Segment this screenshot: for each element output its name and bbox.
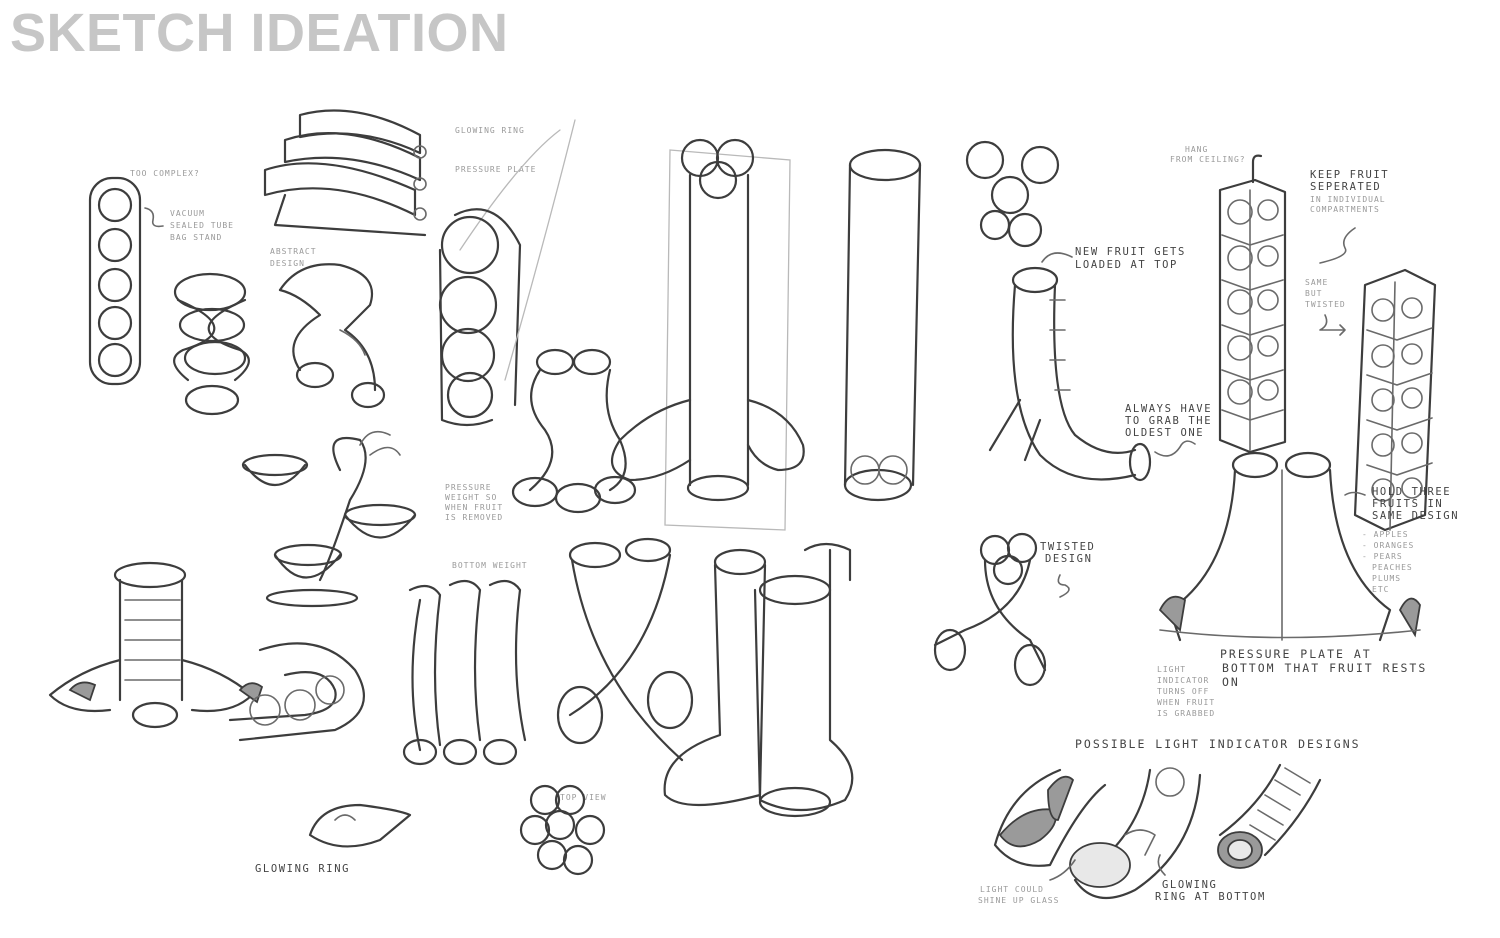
hold-note-2: FRUITS IN — [1372, 498, 1443, 510]
three-tube-tower-sketch — [610, 138, 805, 531]
twisted-spiral-sketch — [173, 272, 250, 416]
ring-bottom-note-2: RING AT BOTTOM — [1155, 891, 1266, 903]
shine-note-1: LIGHT COULD — [980, 885, 1044, 894]
twisted-design-note-1: TWISTED — [1040, 541, 1095, 553]
indicator-note-1: LIGHT — [1157, 665, 1186, 674]
hold-note-9: ETC — [1372, 585, 1389, 594]
pressure-note-2: BOTTOM THAT FRUIT RESTS — [1222, 661, 1427, 675]
squiggle-arrow-icon — [1319, 227, 1356, 264]
page-title: SKETCH IDEATION — [10, 3, 509, 63]
curved-slide-tube-sketch: NEW FRUIT GETS LOADED AT TOP ALWAYS HAVE… — [988, 246, 1212, 482]
svg-text:ABSTRACT: ABSTRACT — [270, 247, 317, 256]
hold-note-6: - PEARS — [1362, 552, 1403, 561]
ring-bottom-note-1: GLOWING — [1162, 879, 1217, 891]
hold-note-4: - APPLES — [1362, 530, 1409, 539]
curved-tube-sketch — [228, 642, 365, 742]
svg-text:DESIGN: DESIGN — [270, 259, 305, 268]
svg-text:BAG STAND: BAG STAND — [170, 233, 222, 242]
hanging-compartment-sketch: HANG FROM CEILING? KEEP FRUIT SEPERATED … — [1170, 145, 1389, 454]
separated-note-4: COMPARTMENTS — [1310, 205, 1380, 214]
hold-note-3: SAME DESIGN — [1372, 510, 1459, 522]
svg-text:GLOWING RING: GLOWING RING — [455, 126, 525, 135]
indicator-note-2: INDICATOR — [1157, 676, 1209, 685]
twisted-note-3: TWISTED — [1305, 300, 1346, 309]
pressure-plate-notes: PRESSURE PLATE AT BOTTOM THAT FRUIT REST… — [1157, 647, 1427, 718]
glowing-ring-small-sketch: GLOWING RING — [255, 803, 412, 875]
svg-text:TOO COMPLEX?: TOO COMPLEX? — [130, 169, 200, 178]
light-indicator-designs: POSSIBLE LIGHT INDICATOR DESIGNS LIGHT C… — [978, 737, 1361, 905]
twin-s-tube-sketch — [511, 348, 637, 514]
separated-note-1: KEEP FRUIT — [1310, 169, 1389, 181]
hold-note-8: PLUMS — [1372, 574, 1401, 583]
pressure-note-1: PRESSURE PLATE AT — [1220, 647, 1372, 661]
twisted-design-note-2: DESIGN — [1045, 553, 1093, 565]
top-view-sketch: TOP VIEW — [519, 784, 606, 876]
separated-note-3: IN INDIVIDUAL — [1310, 195, 1386, 204]
squiggle-arrow-icon — [1057, 574, 1070, 598]
abstract-tube-sketch: ABSTRACT DESIGN — [270, 247, 386, 409]
indicator-note-3: TURNS OFF — [1157, 687, 1209, 696]
three-tube-splitter-sketch: HOLD THREE FRUITS IN SAME DESIGN - APPLE… — [1158, 451, 1459, 642]
twisted-note-1: SAME — [1305, 278, 1328, 287]
svg-text:SEALED TUBE: SEALED TUBE — [170, 221, 234, 230]
oldest-note-1: ALWAYS HAVE — [1125, 403, 1212, 415]
indicator-note-5: IS GRABBED — [1157, 709, 1215, 718]
vertical-ring-holder-sketch: TOO COMPLEX? VACUUM SEALED TUBE BAG STAN… — [88, 169, 234, 386]
svg-text:WHEN FRUIT: WHEN FRUIT — [445, 503, 503, 512]
hold-note-5: - ORANGES — [1362, 541, 1414, 550]
new-fruit-note-2: LOADED AT TOP — [1075, 259, 1178, 271]
leaning-tube-sketch — [438, 119, 576, 427]
hang-note-2: FROM CEILING? — [1170, 155, 1246, 164]
oldest-note-2: TO GRAB THE — [1125, 415, 1212, 427]
triangle-cluster-sketch — [965, 140, 1060, 248]
indicator-note-4: WHEN FRUIT — [1157, 698, 1215, 707]
svg-text:BOTTOM WEIGHT: BOTTOM WEIGHT — [452, 561, 528, 570]
twisted-design-sketch: TWISTED DESIGN — [933, 532, 1095, 687]
twisted-double-tube-sketch — [556, 537, 694, 762]
separated-note-2: SEPERATED — [1310, 181, 1381, 193]
hold-note-7: PEACHES — [1372, 563, 1413, 572]
hold-note-1: HOLD THREE — [1372, 486, 1451, 498]
svg-text:IS REMOVED: IS REMOVED — [445, 513, 503, 522]
squiggle-arrow-icon — [1154, 440, 1196, 457]
svg-text:PRESSURE PLATE: PRESSURE PLATE — [455, 165, 536, 174]
squiggle-arrow-icon — [1319, 314, 1346, 336]
hang-note-1: HANG — [1185, 145, 1208, 154]
oldest-note-3: OLDEST ONE — [1125, 427, 1204, 439]
double-leg-tube-sketch — [663, 542, 854, 818]
tall-single-tube-sketch — [843, 148, 922, 502]
pressure-note-3: ON — [1222, 675, 1240, 689]
fruit-bowl-tree-sketch: PRESSURE WEIGHT SO WHEN FRUIT IS REMOVED — [241, 430, 503, 608]
svg-text:WEIGHT SO: WEIGHT SO — [445, 493, 497, 502]
stair-slide-sketch: GLOWING RING PRESSURE PLATE — [263, 109, 536, 237]
glowing-ring-note: GLOWING RING — [255, 863, 350, 875]
svg-text:PRESSURE: PRESSURE — [445, 483, 492, 492]
ring-tower-sketch — [48, 561, 264, 729]
light-designs-heading: POSSIBLE LIGHT INDICATOR DESIGNS — [1075, 737, 1361, 751]
new-fruit-note-1: NEW FRUIT GETS — [1075, 246, 1186, 258]
svg-text:VACUUM: VACUUM — [170, 209, 205, 218]
shine-note-2: SHINE UP GLASS — [978, 896, 1059, 905]
twisted-compartment-sketch: SAME BUT TWISTED — [1305, 268, 1437, 532]
four-tube-stand-sketch: BOTTOM WEIGHT — [402, 561, 528, 766]
twisted-note-2: BUT — [1305, 289, 1322, 298]
